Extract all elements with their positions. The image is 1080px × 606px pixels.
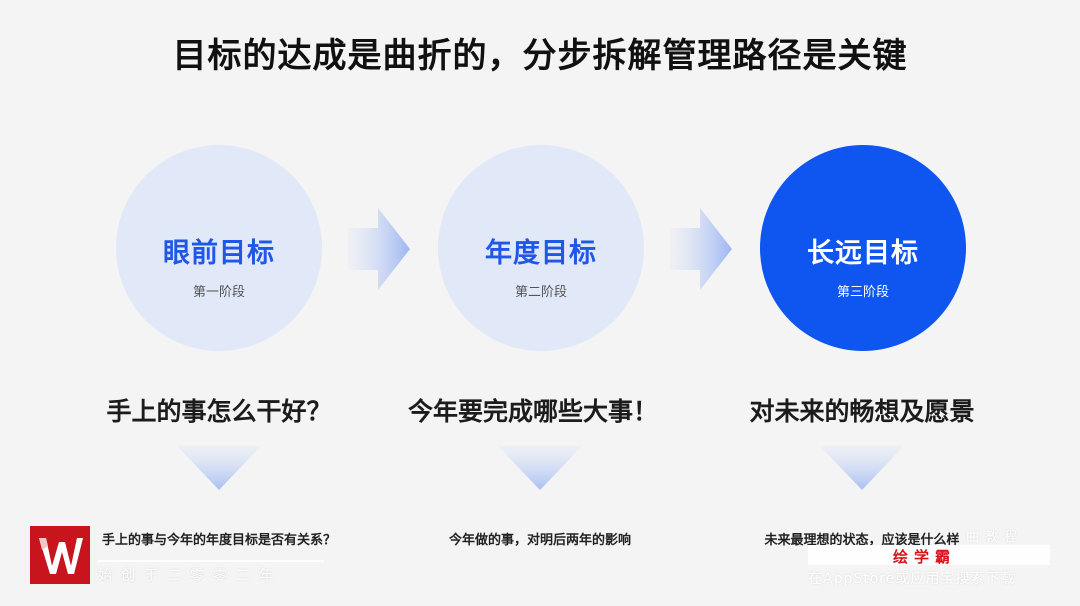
w-logo-icon	[30, 526, 90, 584]
stage-2-circle: 年度目标 第二阶段	[438, 145, 644, 351]
arrow-down-icon	[498, 446, 582, 490]
arrow-right-icon	[670, 208, 732, 290]
stage-3-question: 对未来的畅想及愿景	[749, 397, 975, 426]
watermark-download-text: 在AppStore或应用宝搜索下载	[808, 571, 1016, 587]
arrow-down-icon	[820, 446, 904, 490]
watermark-brand-background	[808, 545, 1050, 565]
arrow-right-icon	[348, 208, 410, 290]
watermark-underline	[98, 560, 324, 562]
watermark-tutorial-text: 曲教程	[966, 530, 1024, 545]
stage-1-question: 手上的事怎么干好？	[106, 397, 332, 426]
stage-2-subtitle: 第二阶段	[514, 285, 567, 300]
stage-3-description: 未来最理想的状态，应该是什么样	[764, 533, 960, 548]
stage-3-title: 长远目标	[807, 238, 919, 269]
stage-1-title: 眼前目标	[163, 238, 275, 269]
page-title: 目标的达成是曲折的，分步拆解管理路径是关键	[172, 36, 908, 76]
watermark-founded-text: 始创于二零零二年	[98, 568, 282, 584]
stage-2-title: 年度目标	[485, 238, 597, 269]
stage-2-question: 今年要完成哪些大事！	[407, 397, 658, 426]
arrow-down-icon	[177, 446, 261, 490]
stage-3-subtitle: 第三阶段	[836, 285, 889, 300]
stage-2-description: 今年做的事，对明后两年的影响	[448, 533, 631, 548]
stage-1-description: 手上的事与今年的年度目标是否有关系？	[101, 533, 336, 548]
stage-1-subtitle: 第一阶段	[192, 285, 245, 300]
stage-3-circle: 长远目标 第三阶段	[760, 145, 966, 351]
stage-1-circle: 眼前目标 第一阶段	[116, 145, 322, 351]
watermark-brand: 绘学霸	[893, 548, 957, 566]
